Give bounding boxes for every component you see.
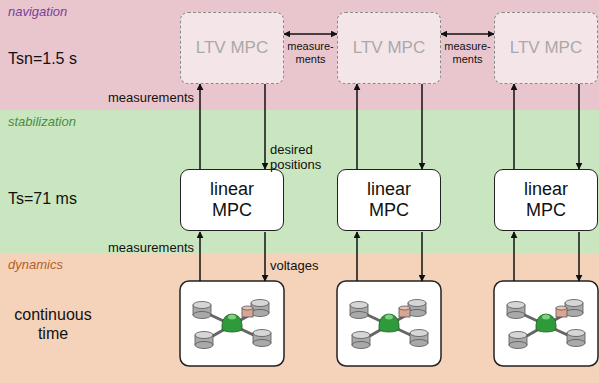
signal-arrow <box>199 84 201 169</box>
edge-label: measure- ments <box>281 40 341 66</box>
box-label: LTV MPC <box>510 38 582 58</box>
edge-label: measure- ments <box>438 40 498 66</box>
quadrotor-box <box>494 281 598 366</box>
signal-arrow <box>356 84 358 169</box>
layer-title: navigation <box>8 4 67 19</box>
ltv-mpc-box: LTV MPC <box>337 12 441 84</box>
sample-time: Ts=71 ms <box>8 189 108 208</box>
time-domain-label: continuous time <box>8 305 98 343</box>
quadrotor-box <box>337 281 441 366</box>
measurement-arrow <box>356 232 358 281</box>
signal-arrow <box>284 33 337 35</box>
signal-label: voltages <box>270 258 336 274</box>
quadrotor-box <box>180 281 284 366</box>
voltage-arrow <box>421 232 423 281</box>
edge-label: measurements <box>96 90 194 105</box>
voltage-arrow <box>264 232 266 281</box>
signal-arrow <box>441 33 494 35</box>
quadrotor-illustrations <box>180 281 598 366</box>
layer-band: stabilization linear MPC linear MPC linear … <box>0 110 599 253</box>
box-label: LTV MPC <box>196 38 268 58</box>
box-label: linear MPC <box>506 179 586 221</box>
box-label: linear MPC <box>192 179 272 221</box>
plant-arrows <box>200 232 579 281</box>
measurement-arrow <box>199 232 201 281</box>
layer-title: stabilization <box>8 114 76 129</box>
voltage-arrow <box>578 232 580 281</box>
sample-time: Tsn=1.5 s <box>8 49 108 68</box>
signal-label: measurements <box>96 240 194 256</box>
layer-title: dynamics <box>8 257 63 272</box>
signal-arrow <box>421 84 423 169</box>
signal-arrow <box>264 84 266 169</box>
edge-label: desired positions <box>270 142 336 172</box>
signal-arrow <box>578 84 580 169</box>
ltv-mpc-box: LTV MPC <box>180 12 284 84</box>
linear-mpc-box: linear MPC <box>180 169 284 231</box>
ltv-mpc-box: LTV MPC <box>494 12 598 84</box>
measurement-arrow <box>513 232 515 281</box>
signal-arrow <box>513 84 515 169</box>
linear-mpc-box: linear MPC <box>494 169 598 231</box>
box-label: LTV MPC <box>353 38 425 58</box>
box-label: linear MPC <box>349 179 429 221</box>
linear-mpc-box: linear MPC <box>337 169 441 231</box>
